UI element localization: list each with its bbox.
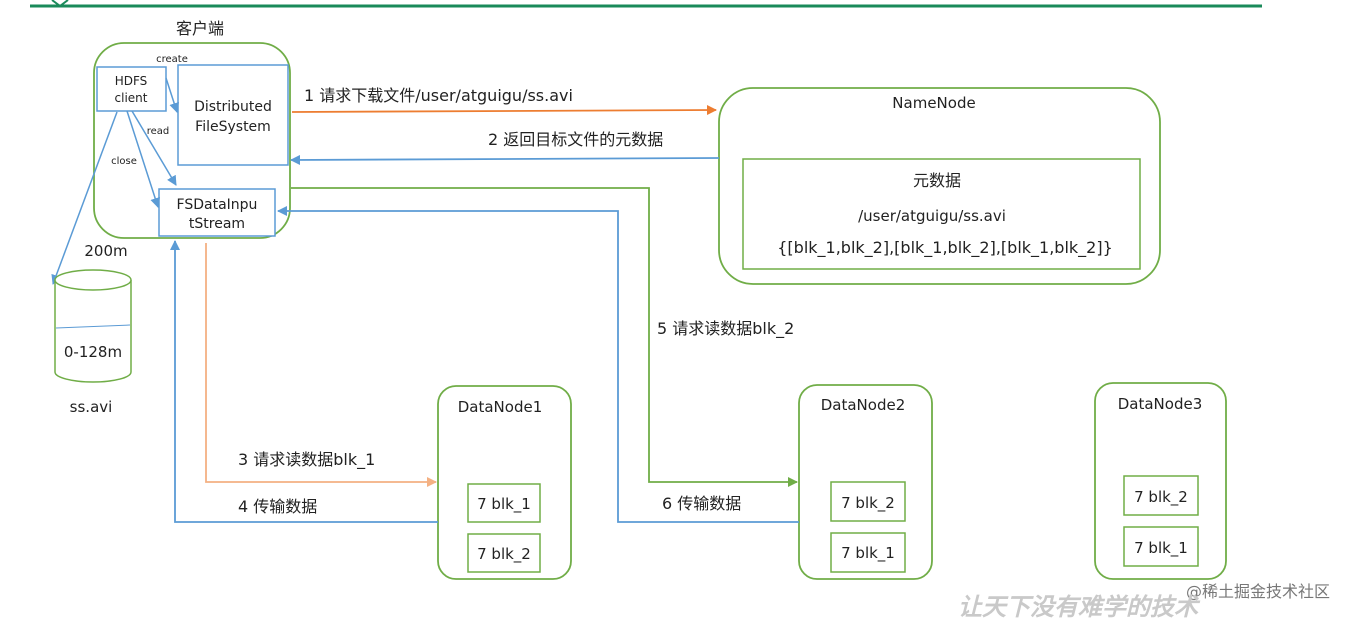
distributed-fs-label-2: FileSystem [195,119,271,135]
client-box [93,42,291,239]
namenode-box [718,87,1161,285]
create-label: create [156,54,188,65]
step6-label: 6 传输数据 [662,494,741,513]
datanode2-block1 [830,481,906,522]
metadata-path: /user/atguigu/ss.avi [858,207,1006,225]
datanode3-block1-label: 7 blk_2 [1134,488,1188,507]
distributed-fs-label-1: Distributed [194,99,272,115]
disk-size-label: 200m [84,242,127,260]
step6-arrow [277,206,799,523]
disk-range-label: 0-128m [64,343,122,361]
datanode2-box [798,384,933,580]
create-arrow [165,77,179,113]
watermark-site: @稀土掘金技术社区 [1186,582,1330,601]
metadata-blocks: {[blk_1,blk_2],[blk_1,blk_2],[blk_1,blk_… [777,238,1113,258]
distributed-fs-box [177,64,289,166]
datanode3-block2 [1123,526,1199,567]
datanode3-box [1094,382,1227,580]
datanode1-title: DataNode1 [458,398,543,416]
file-label: ss.avi [70,398,113,416]
datanode2-block2-label: 7 blk_1 [841,544,895,563]
metadata-title: 元数据 [913,171,961,190]
step4-arrow [170,240,438,523]
fs-input-stream-label-1: FSDataInpu [177,197,258,213]
datanode2-block2 [830,532,906,573]
datanode3-block2-label: 7 blk_1 [1134,539,1188,558]
metadata-box [742,158,1141,270]
read-arrow [131,110,177,186]
close-label: close [111,156,137,167]
step2-label: 2 返回目标文件的元数据 [488,130,663,149]
datanode3-title: DataNode3 [1118,395,1203,413]
watermark-slogan: 让天下没有难学的技术 [958,592,1201,620]
datanode1-block1 [467,483,541,523]
fs-input-stream-box [158,188,276,237]
step3-arrow [205,243,437,487]
datanode2-title: DataNode2 [821,396,906,414]
datanode1-block2-label: 7 blk_2 [477,545,531,564]
datanode1-block1-label: 7 blk_1 [477,495,531,514]
datanode3-block1 [1123,475,1199,516]
step5-label: 5 请求读数据blk_2 [657,319,794,339]
step5-arrow [291,187,798,487]
fs-input-stream-label-2: tStream [189,216,245,232]
step3-label: 3 请求读数据blk_1 [238,450,375,470]
hdfs-client-label-1: HDFS [115,74,148,88]
read-label: read [147,126,170,137]
datanode2-block1-label: 7 blk_2 [841,494,895,513]
close-arrow [126,110,160,208]
datanode1-block2 [467,533,541,573]
step1-arrow [291,105,717,116]
hdfs-client-label-2: client [115,91,148,105]
client-to-disk-arrow [51,111,118,285]
hdfs-client-box [96,66,167,112]
client-title: 客户端 [176,19,224,38]
datanode1-box [437,385,572,580]
namenode-title: NameNode [892,94,975,112]
step2-arrow [290,154,720,165]
disk-cylinder-icon [54,269,132,383]
step4-label: 4 传输数据 [238,497,317,516]
step1-label: 1 请求下载文件/user/atguigu/ss.avi [304,86,573,105]
top-bar-notch-icon [51,0,69,8]
